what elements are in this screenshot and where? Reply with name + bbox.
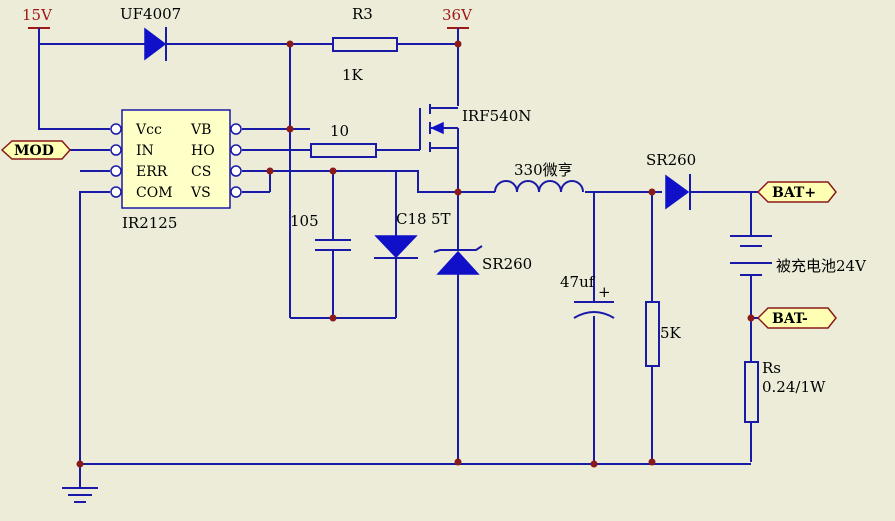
inductor-330uh: 330微亨: [494, 161, 584, 193]
label-inductor: 330微亨: [514, 161, 573, 179]
rail-36v: 36V: [442, 6, 473, 29]
label-36v: 36V: [442, 6, 473, 24]
label-r-gate: 10: [330, 122, 349, 140]
mosfet-irf540n: IRF540N: [419, 104, 531, 152]
pin-in: IN: [136, 143, 154, 159]
label-cap-47uf: 47uf: [560, 273, 596, 291]
label-zener-extra: 5T: [431, 210, 451, 228]
port-bat-minus: BAT-: [756, 307, 837, 329]
rail-15v: 15V: [22, 6, 53, 44]
label-15v: 15V: [22, 6, 53, 24]
ir2125-chip: Vcc IN ERR COM VB HO CS VS IR2125: [110, 109, 242, 232]
junctions: [76, 40, 755, 468]
label-r3-value: 1K: [342, 66, 364, 84]
pin-vb: VB: [190, 122, 211, 138]
label-cap-105: 105: [290, 212, 319, 230]
pin-ho: HO: [191, 143, 215, 159]
resistor-rs: Rs 0.24/1W: [744, 359, 826, 423]
diode-uf4007: UF4007: [120, 5, 181, 61]
port-bat-plus: BAT+: [756, 181, 837, 203]
label-5k: 5K: [660, 324, 682, 342]
port-mod: MOD: [0, 140, 72, 160]
label-cap-plus: +: [598, 283, 611, 301]
port-bat-plus-label: BAT+: [772, 185, 816, 201]
battery: 被充电池24V: [730, 235, 867, 276]
ground-symbol: [62, 487, 98, 503]
label-diode-output: SR260: [646, 151, 696, 169]
pin-com: COM: [136, 185, 173, 201]
pin-vcc: Vcc: [135, 122, 162, 138]
port-mod-label: MOD: [14, 143, 54, 159]
zener-c18: C18 5T: [374, 210, 451, 259]
label-freewheel: SR260: [482, 255, 532, 273]
label-rs-value: 0.24/1W: [762, 378, 826, 396]
diode-output: SR260: [646, 151, 696, 210]
chip-label: IR2125: [122, 214, 177, 232]
resistor-5k: 5K: [645, 301, 682, 367]
diode-freewheel: SR260: [433, 245, 532, 275]
resistor-r3: R3 1K: [332, 5, 398, 84]
pin-vs: VS: [190, 185, 211, 201]
label-zener: C18: [396, 210, 427, 228]
resistor-gate: 10: [310, 122, 377, 158]
pin-err: ERR: [136, 164, 168, 180]
pin-cs: CS: [191, 164, 211, 180]
port-bat-minus-label: BAT-: [772, 311, 808, 327]
capacitor-105: 105: [290, 212, 351, 251]
label-uf4007: UF4007: [120, 5, 181, 23]
label-rs: Rs: [762, 359, 781, 377]
label-battery: 被充电池24V: [776, 257, 867, 275]
label-mosfet: IRF540N: [462, 107, 531, 125]
label-r3: R3: [352, 5, 373, 23]
capacitor-47uf: 47uf +: [560, 273, 615, 319]
